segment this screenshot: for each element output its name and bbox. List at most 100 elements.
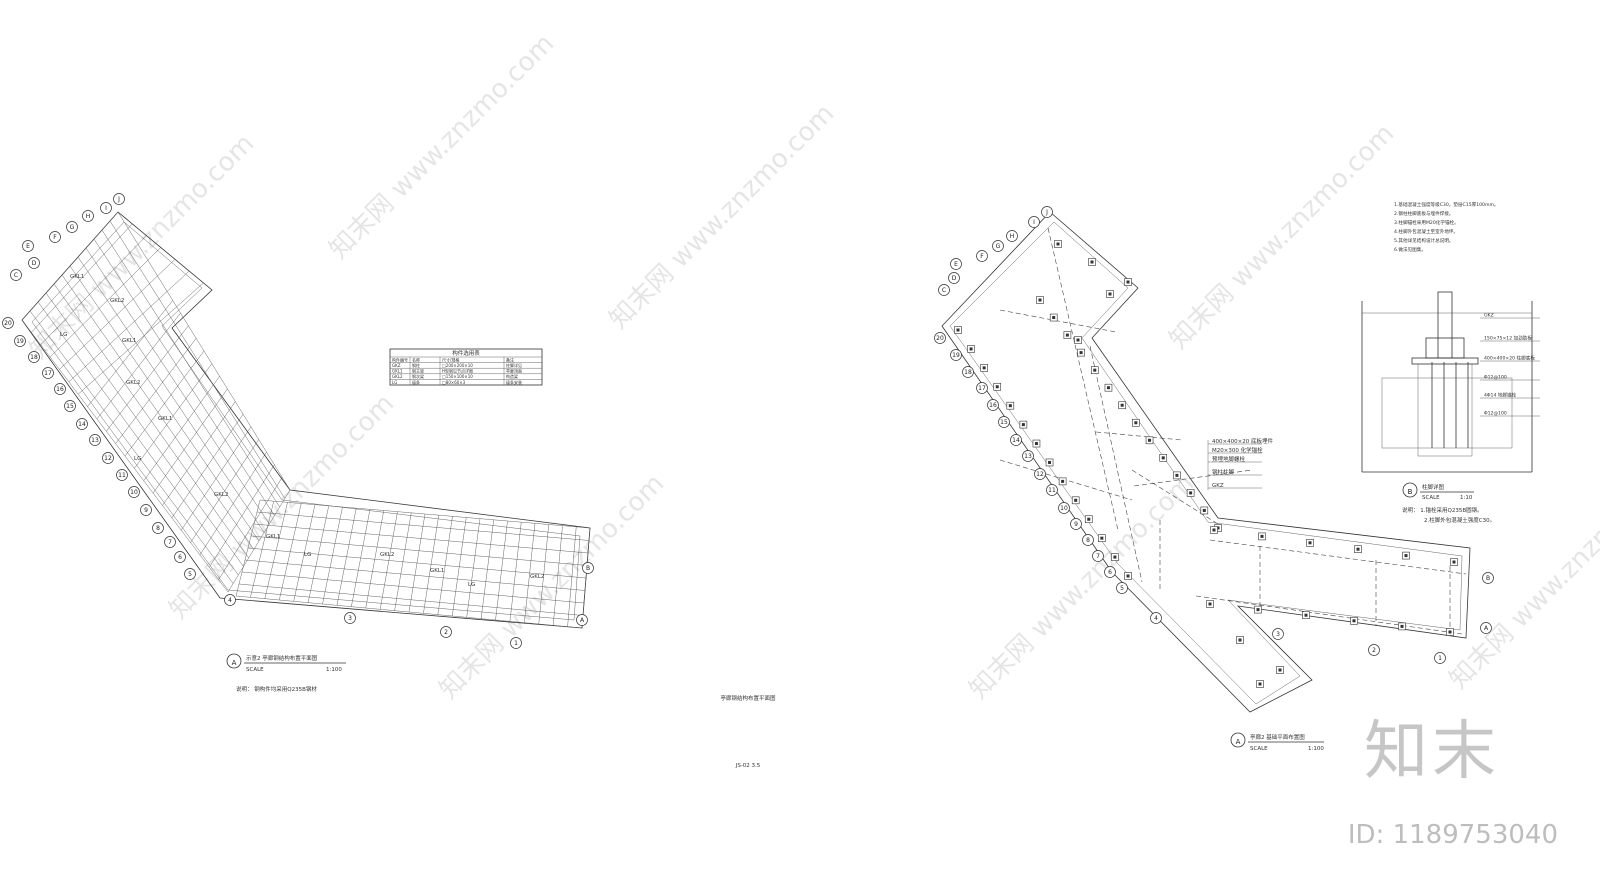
grid-bubble-label: 2	[444, 629, 448, 636]
grid-bubble: 6	[174, 551, 186, 563]
grid-bubble: 8	[152, 522, 164, 534]
axis-line	[1209, 539, 1467, 575]
grid-bubble-label: D	[952, 275, 957, 282]
grid-line	[256, 511, 590, 541]
watermark-text: 知末网 www.znzmo.com	[604, 99, 840, 335]
grid-bubble-label: 17	[978, 385, 986, 392]
column-footing-core	[1090, 260, 1094, 264]
detail-leader-label: 400×400×20 柱脚底板	[1484, 355, 1535, 362]
table-cell: □80×60×3	[442, 380, 466, 385]
detail-note-2: 2.柱脚外包混凝土强度C30。	[1424, 516, 1495, 524]
grid-bubble-circle	[28, 257, 40, 269]
grid-bubble-label: 7	[168, 539, 172, 546]
grid-bubble-label: 15	[66, 403, 74, 410]
left-scale-label: SCALE	[246, 667, 264, 673]
grid-bubble-circle	[82, 210, 94, 222]
grid-bubble-label: 6	[178, 554, 182, 561]
column-footing-core	[1208, 602, 1212, 606]
column-footing-core	[1134, 421, 1138, 425]
grid-bubble-label: B	[1486, 575, 1490, 582]
grid-bubble-circle	[344, 612, 356, 624]
grid-bubble: 9	[140, 504, 152, 516]
grid-bubble-circle	[976, 250, 988, 262]
grid-bubble: 1	[510, 637, 522, 649]
grid-bubble: 11	[116, 469, 128, 481]
left-grid-bubbles: JIHGFEDC2019181716151413121110987654321B…	[2, 193, 594, 649]
grid-line	[49, 247, 161, 358]
table-header-cell: 名称	[412, 356, 420, 362]
grid-bubble: 12	[1034, 468, 1046, 480]
grid-line	[106, 325, 189, 432]
left-plan-inner-outline	[31, 221, 581, 621]
grid-bubble-circle	[116, 469, 128, 481]
grid-bubble: 7	[164, 536, 176, 548]
grid-bubble-label: 18	[30, 354, 38, 361]
grid-line	[218, 477, 283, 580]
grid-bubble-circle	[1028, 216, 1040, 228]
grid-bubble-label: 3	[1276, 631, 1280, 638]
column-footing-core	[1304, 613, 1308, 617]
left-title-mark: A	[232, 659, 237, 667]
note-line: 5.其他详见结构设计总说明。	[1394, 237, 1454, 244]
detail-title-mark: B	[1408, 488, 1413, 496]
grid-bubble: G	[66, 221, 78, 233]
column-footing-core	[1260, 534, 1264, 538]
column-footing-core	[1108, 292, 1112, 296]
detail-pedestal	[1417, 363, 1473, 457]
grid-bubble-label: 2	[1372, 647, 1376, 654]
axis-line	[1195, 595, 1463, 635]
left-title-circle	[226, 653, 242, 669]
grid-bubble-circle	[1046, 484, 1058, 496]
column-footing-core	[1256, 608, 1260, 612]
grid-bubble-label: 13	[1024, 453, 1032, 460]
grid-bubble: 4	[224, 594, 236, 606]
detail-leader-label: GKZ	[1484, 313, 1494, 319]
table-header-cell: 备注	[506, 356, 514, 362]
grid-bubble-label: C	[14, 272, 18, 279]
grid-bubble: 14	[1010, 434, 1022, 446]
grid-line	[40, 235, 147, 345]
grid-bubble: 1	[1434, 652, 1446, 664]
left-title: 示意2 亭廊钢结构布置平面图	[246, 654, 318, 662]
column-footing-core	[1074, 498, 1078, 502]
note-line: 4.柱脚外包混凝土至室外地坪。	[1394, 228, 1458, 235]
grid-bubble-label: 16	[989, 402, 997, 409]
grid-bubble-label: C	[942, 287, 946, 294]
grid-bubble: 9	[1070, 518, 1082, 530]
grid-bubble: 17	[42, 367, 54, 379]
grid-bubble-label: E	[26, 243, 30, 250]
grid-line	[21, 211, 119, 321]
grid-bubble-label: F	[980, 253, 984, 260]
grid-bubble: 3	[344, 612, 356, 624]
grid-bubble-circle	[174, 551, 186, 563]
beam-tag: GKL2	[530, 574, 544, 580]
note-line: 1.基础混凝土强度等级C30，垫层C15厚100mm。	[1394, 201, 1499, 208]
grid-line	[250, 535, 588, 566]
note-line: 3.柱脚锚栓采用M20化学锚栓。	[1394, 219, 1459, 226]
grid-bubble-label: 5	[1120, 585, 1124, 592]
grid-bubble: 5	[184, 568, 196, 580]
grid-bubble-circle	[1058, 502, 1070, 514]
grid-bubble-circle	[1480, 622, 1492, 634]
detail-leader-label: Φ12@100	[1484, 375, 1507, 381]
table-cell: GKL1	[392, 369, 403, 374]
grid-bubble-label: H	[86, 213, 91, 220]
column-footing-core	[1126, 574, 1130, 578]
grid-bubble-circle	[113, 193, 125, 205]
detail-scale-label: SCALE	[1422, 495, 1440, 501]
grid-bubble: 2	[440, 626, 452, 638]
grid-bubble: 13	[89, 434, 101, 446]
grid-bubble: A	[576, 614, 588, 626]
right-plan-inner-outline	[949, 221, 1463, 705]
grid-bubble: 18	[28, 351, 40, 363]
drawing-id: ID: 1189753040	[1347, 820, 1558, 850]
grid-bubble-label: I	[1033, 219, 1035, 226]
grid-bubble-label: 8	[1086, 537, 1090, 544]
grid-bubble-circle	[1070, 518, 1082, 530]
grid-bubble: 11	[1046, 484, 1058, 496]
column-footing-core	[1008, 404, 1012, 408]
beam-tag: LG	[60, 332, 67, 338]
left-scale-value: 1:100	[326, 667, 342, 673]
grid-bubble-label: 1	[514, 640, 518, 647]
